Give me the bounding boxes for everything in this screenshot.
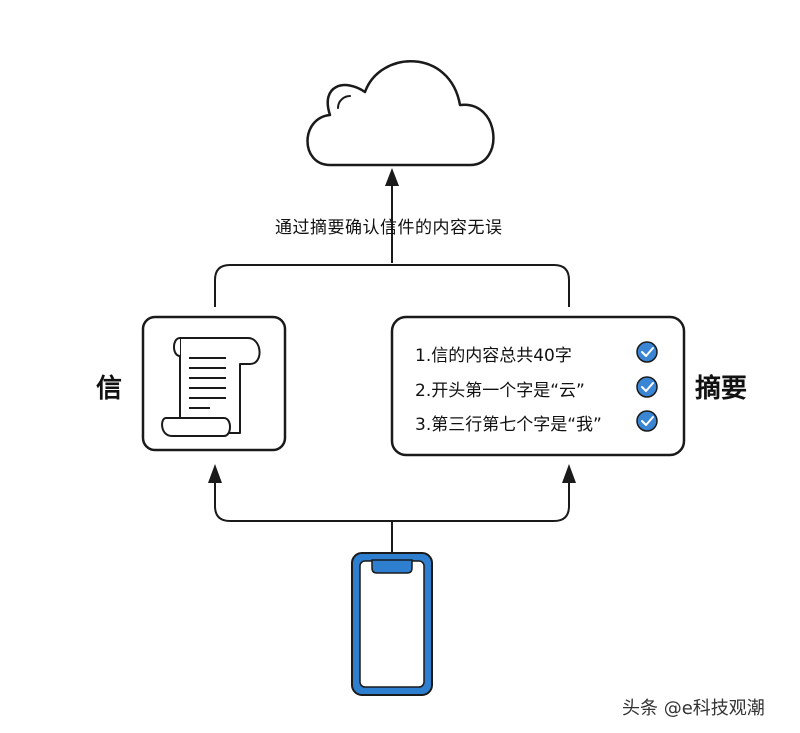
bottom-connector [208,464,576,553]
check-icon [636,341,658,363]
summary-item: 3.第三行第七个字是“我” [415,415,602,435]
watermark: 头条 @e科技观潮 [622,698,765,719]
diagram-caption: 通过摘要确认信件的内容无误 [275,218,503,238]
phone-icon [351,552,433,696]
check-icon [636,376,658,398]
cloud-icon [306,60,495,167]
summary-box [390,315,686,457]
arrow-to-cloud [385,168,399,263]
scroll-icon [161,337,261,437]
letter-label: 信 [96,374,123,404]
summary-item: 1.信的内容总共40字 [415,346,572,366]
summary-label: 摘要 [695,374,748,404]
summary-item: 2.开头第一个字是“云” [415,381,585,401]
check-icon [636,410,658,432]
top-connector [214,264,570,307]
